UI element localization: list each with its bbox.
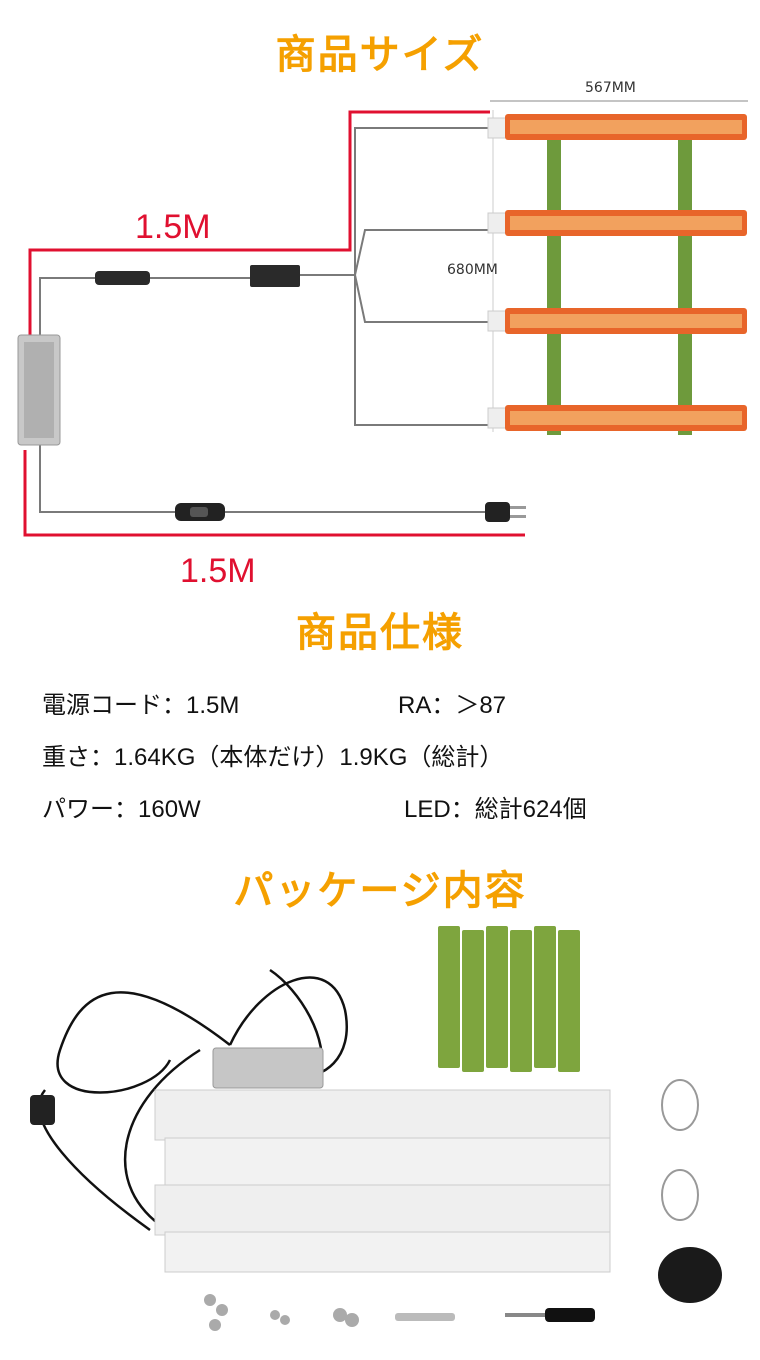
led-boards-icon <box>154 1089 611 1273</box>
driver-icon <box>212 1047 324 1089</box>
led-bars <box>487 114 747 431</box>
top-cable-length-label: 1.5M <box>135 208 211 246</box>
spec-led-count: LED：総計624個 <box>404 796 587 823</box>
bracket-right <box>678 120 692 435</box>
bottom-cable-dimension-line <box>23 450 525 537</box>
bracket-left <box>547 120 561 435</box>
spec-ra: RA：＞87 <box>398 692 507 719</box>
plug-icon <box>30 1095 55 1125</box>
screwdriver-icon <box>505 1308 595 1322</box>
brackets-icon <box>438 926 580 1072</box>
width-dimension-label: 567MM <box>585 80 636 96</box>
product-size-heading: 商品サイズ <box>275 32 485 78</box>
hanging-wires-icon <box>661 1079 699 1221</box>
product-spec-heading: 商品仕様 <box>296 610 464 656</box>
size-diagram <box>17 100 748 537</box>
accessory-bag-icon <box>658 1247 722 1303</box>
splitter-connector-icon <box>250 265 300 287</box>
spec-power-cord: 電源コード：1.5M <box>42 692 240 719</box>
package-contents-illustration <box>30 926 722 1331</box>
package-contents-heading: パッケージ内容 <box>233 868 527 914</box>
cable-connector-icon <box>95 271 150 285</box>
wrench-icon <box>395 1313 455 1321</box>
power-plug-icon <box>485 502 526 522</box>
bottom-cable-length-label: 1.5M <box>180 552 256 590</box>
height-dimension-label: 680MM <box>447 262 498 278</box>
screws-icon <box>204 1294 359 1331</box>
spec-weight: 重さ：1.64KG（本体だけ）1.9KG（総計） <box>42 744 504 771</box>
spec-wattage: パワー：160W <box>42 796 201 823</box>
top-cable-dimension-line <box>28 110 490 340</box>
